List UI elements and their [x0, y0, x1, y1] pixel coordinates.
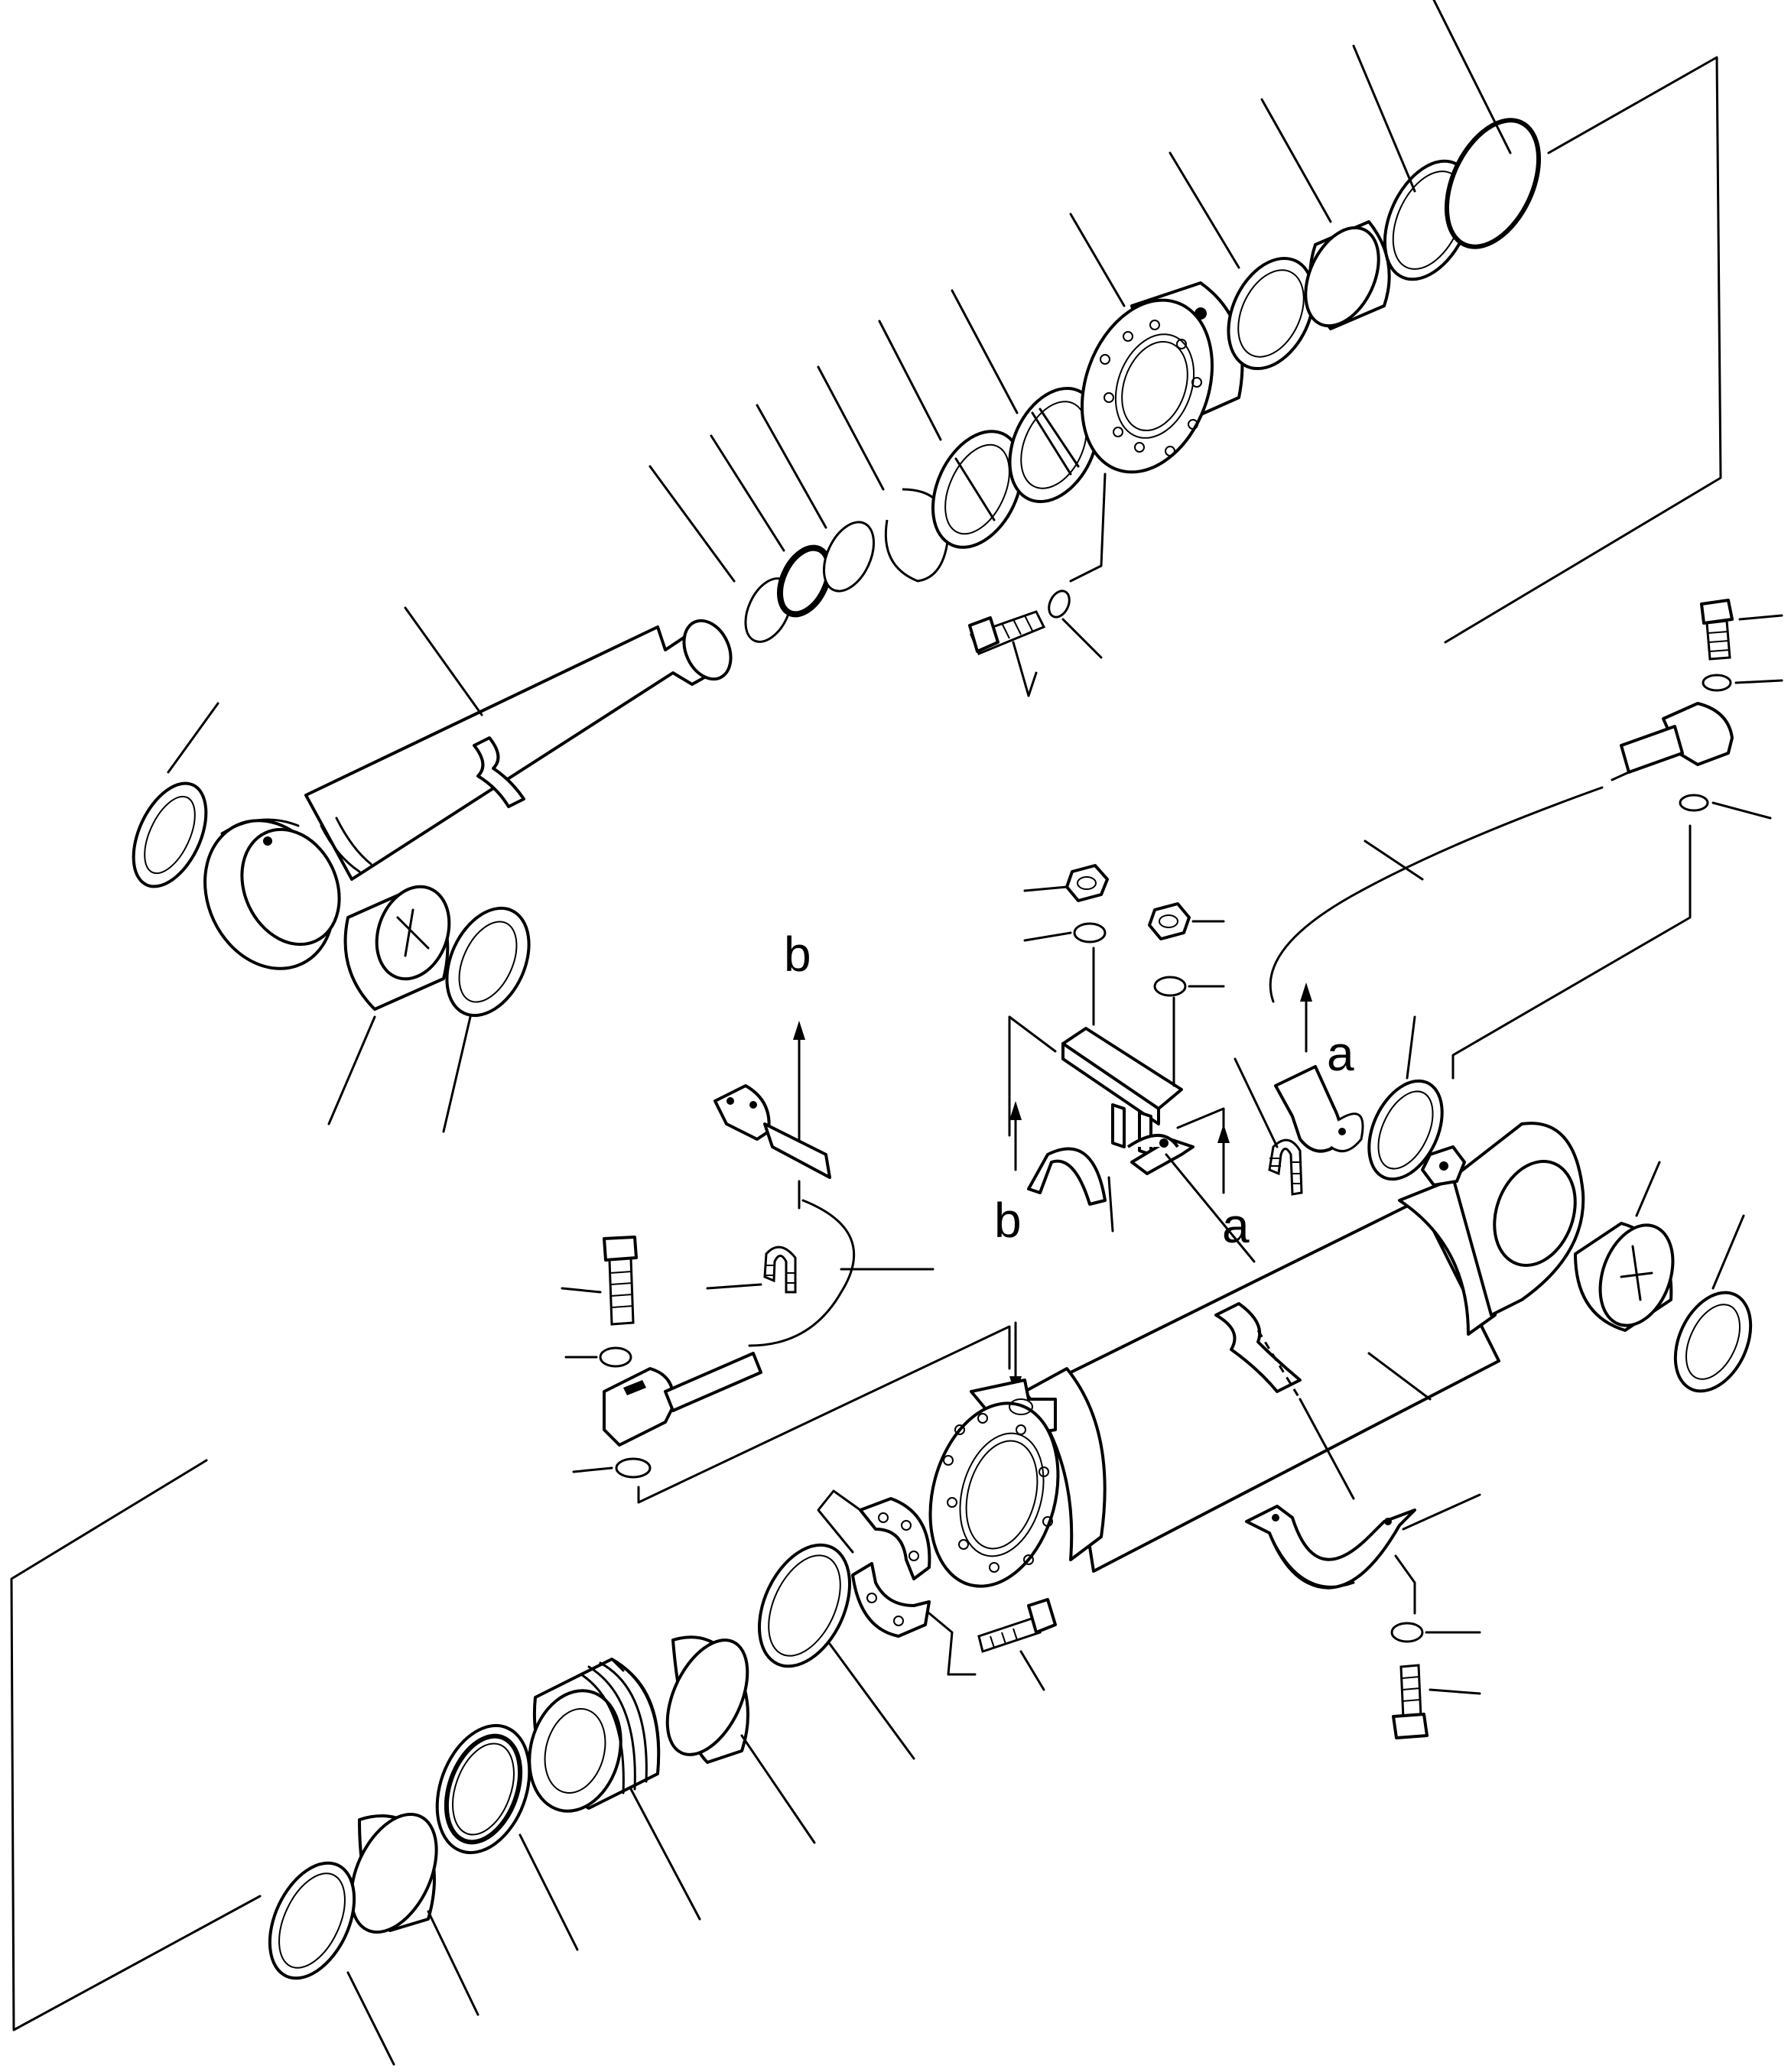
callout-label-a-upper: a	[1327, 1026, 1354, 1081]
callout-label-b-upper: b	[784, 927, 811, 982]
rod-end-bushing	[343, 885, 451, 1011]
rod-end-bearing-left	[132, 781, 208, 888]
clevis-seal-left	[1367, 1079, 1444, 1181]
pipe-left	[748, 1199, 856, 1347]
clamp-u-bolt	[1268, 1138, 1303, 1196]
arrow-b-upper	[793, 1021, 805, 1141]
tube-clamp-bolt	[1392, 1664, 1429, 1739]
pipe-left-oring	[615, 1457, 652, 1479]
arrow-a-upper	[1300, 982, 1312, 1053]
pipe-left-washer	[599, 1346, 632, 1368]
arrow-b-lower	[1009, 1101, 1022, 1171]
clamp-washer-2	[1153, 976, 1187, 997]
rod-oring	[777, 544, 832, 618]
leader-lines-piston	[10, 1459, 915, 2066]
piston-wear-ring	[349, 1812, 438, 1934]
pipe-left-u-bolt	[763, 1245, 797, 1294]
pipe-left-bolt	[603, 1236, 638, 1326]
clevis-bushing-seal	[1673, 1291, 1753, 1393]
pipe-right-oring	[1679, 794, 1709, 812]
callout-label-a-lower: a	[1222, 1198, 1250, 1253]
leader-lines-upper	[167, 0, 1722, 1133]
leader-lines-piston-bolt	[817, 1489, 1045, 1691]
callout-label-b-lower: b	[994, 1193, 1022, 1248]
rod-ring-2	[823, 521, 875, 593]
arrow-a-lower	[1217, 1124, 1230, 1194]
clamp-plate	[1061, 1027, 1183, 1156]
split-ring-lower	[851, 1562, 931, 1638]
piston-ring-2	[665, 1635, 749, 1764]
rod-bushing	[1008, 386, 1100, 504]
cylinder-tube	[928, 1122, 1585, 1588]
cylinder-head	[1080, 281, 1244, 474]
clevis-bushing	[1574, 1222, 1675, 1332]
clamp-nut-1	[1065, 864, 1109, 902]
leader-lines-pipe-right	[1364, 614, 1783, 1080]
pipe-right-washer	[1702, 674, 1732, 692]
piston-seal	[435, 1723, 531, 1855]
tube-clamp-washer	[1390, 1622, 1424, 1643]
pipe-right-upper	[1269, 702, 1734, 1003]
rod-seal	[931, 430, 1024, 549]
pipe-left-flange-bottom	[603, 1352, 762, 1447]
tube-clamp-band	[1245, 1505, 1416, 1590]
leader-lines-tube-clamp	[1394, 1493, 1481, 1695]
piston-ring-1	[757, 1543, 852, 1668]
pipe-left-flange-top	[713, 1084, 831, 1179]
clamp-band	[1027, 1134, 1195, 1206]
head-ring	[1227, 256, 1315, 371]
head-bushing	[1304, 220, 1391, 330]
piston-rod	[203, 619, 733, 970]
piston-bolt	[977, 1598, 1057, 1653]
pipe-right-bolt	[1700, 599, 1734, 661]
pipe-flange-right	[1274, 1065, 1364, 1153]
clamp-nut-2	[1148, 902, 1191, 940]
leader-lines-pipe-left	[561, 1180, 1011, 1504]
leader-lines-tube	[1299, 1015, 1745, 1500]
clamp-washer-1	[1073, 922, 1107, 943]
head-oring	[1444, 118, 1542, 249]
head-bolt	[968, 610, 1046, 655]
split-ring-upper	[859, 1497, 931, 1580]
rod-end-seal-right	[445, 906, 531, 1018]
piston-ring-end	[268, 1861, 356, 1980]
head-bolt-washer	[1048, 589, 1071, 619]
piston	[528, 1658, 661, 1813]
